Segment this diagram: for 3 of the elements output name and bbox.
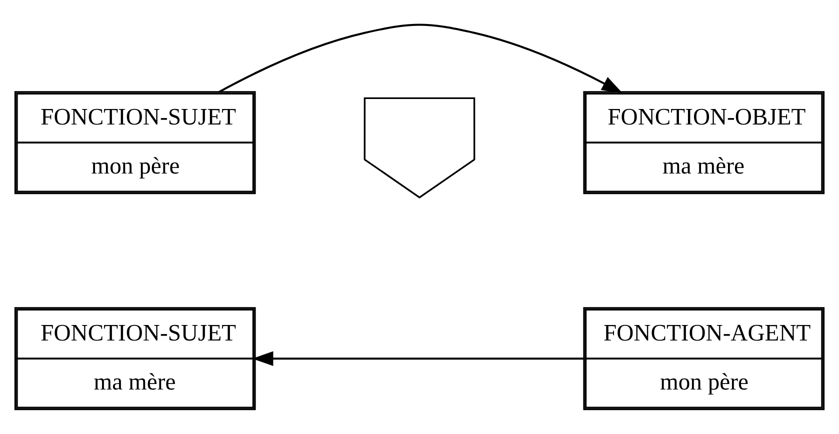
arrow <box>218 24 623 94</box>
arrow <box>252 351 584 366</box>
node-arrow <box>364 97 476 198</box>
